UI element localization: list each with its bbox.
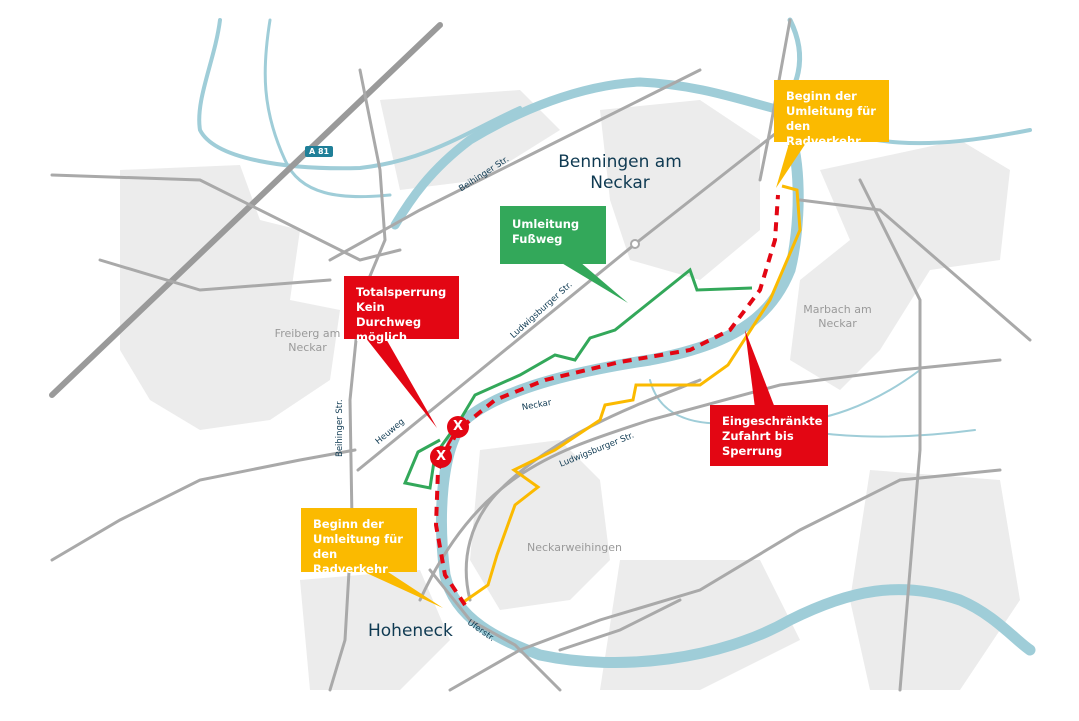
callout-pointer [776, 140, 808, 188]
callout-pointer [360, 570, 443, 608]
town-neckarweihingen: Neckarweihingen [527, 541, 623, 554]
callout-total-closure: Totalsperrung Kein Durchweg möglich [344, 276, 459, 344]
callout-pointer [365, 337, 437, 428]
place-benningen: Benningen am Neckar [558, 152, 682, 193]
roads [49, 18, 1032, 692]
town-marbach: Marbach am Neckar [803, 303, 872, 330]
callout-bike-start-north: Beginn der Umleitung für den Radverkehr [774, 80, 889, 148]
bike-detour-route [461, 184, 802, 605]
callout-pointer [560, 262, 628, 303]
place-hoheneck: Hoheneck [368, 621, 453, 641]
closure-marker: X [430, 446, 452, 468]
callout-foot-detour: Umleitung Fußweg [500, 206, 606, 264]
town-freiberg: Freiberg am Neckar [274, 327, 341, 354]
footpath-detour-route [402, 267, 753, 490]
callout-bike-start-south: Beginn der Umleitung für den Radverkehr [301, 508, 417, 576]
settlement-areas [120, 90, 1020, 690]
motorway-badge: A 81 [305, 146, 334, 157]
closed-section [433, 194, 780, 607]
callout-restricted-access: Eingeschränkte Zufahrt bis Sperrung [710, 405, 828, 466]
closure-marker: X [447, 416, 469, 438]
street-label: Beihinger Str. [335, 399, 345, 457]
motorway-a81 [49, 22, 443, 398]
callout-pointer [745, 330, 775, 408]
